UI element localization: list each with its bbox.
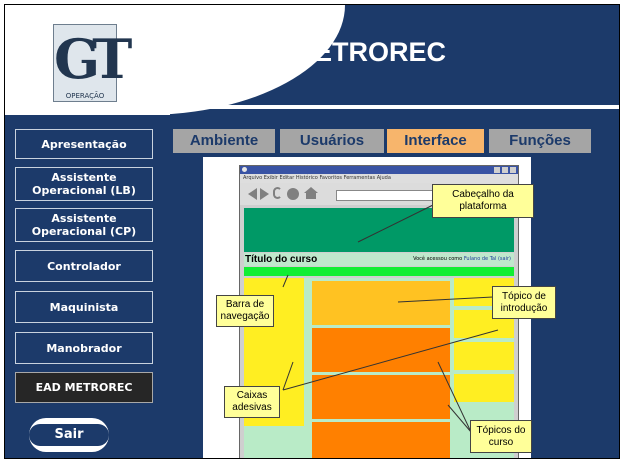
sidebar-item-assistente-cp[interactable]: Assistente Operacional (CP) (15, 208, 153, 242)
callout-topics: Tópicos do curso (470, 420, 532, 453)
tab-funcoes[interactable]: Funções (489, 129, 591, 153)
sidebar-item-apresentacao[interactable]: Apresentação (15, 129, 153, 159)
interface-diagram-panel: Arquivo Exibir Editar Histórico Favorito… (203, 157, 556, 458)
forward-icon (260, 188, 269, 200)
browser-titlebar (240, 166, 518, 174)
course-content-area (244, 278, 514, 458)
leader-line-intro (397, 296, 494, 303)
header-divider (167, 105, 619, 109)
sidebar-item-assistente-lb[interactable]: Assistente Operacional (LB) (15, 167, 153, 201)
course-topic-block-2 (312, 375, 450, 419)
reload-icon (273, 187, 282, 199)
exit-button[interactable]: Sair (29, 418, 109, 452)
course-title-row: Título do curso Você acessou como Fulano… (244, 253, 514, 266)
leader-line-topics-1 (437, 361, 472, 433)
logo-caption: OPERAÇÃO (65, 92, 105, 100)
back-icon (248, 188, 257, 200)
callout-leader-lines (282, 204, 499, 433)
callout-nav: Barra de navegação (216, 295, 274, 327)
leader-line-header (357, 204, 434, 243)
intro-topic-block (312, 281, 450, 325)
login-prefix: Você acessou como (413, 256, 464, 262)
browser-app-icon (242, 167, 247, 172)
course-title: Título do curso (245, 254, 318, 265)
login-user: Fulano de Tal (sair) (463, 256, 511, 262)
stop-icon (287, 188, 299, 200)
navigation-bar (244, 267, 514, 276)
callout-header: Cabeçalho da plataforma (432, 184, 534, 218)
logo-letters: GT (54, 27, 132, 91)
callout-sticky: Caixas adesivas (224, 386, 280, 418)
tab-interface[interactable]: Interface (387, 129, 484, 153)
tab-ambiente[interactable]: Ambiente (173, 129, 275, 153)
course-topic-block-3 (312, 422, 450, 458)
right-block-4 (454, 374, 514, 402)
minimize-icon (494, 167, 500, 173)
leader-line-nav (282, 274, 289, 288)
sidebar-item-maquinista[interactable]: Maquinista (15, 291, 153, 323)
sidebar-item-manobrador[interactable]: Manobrador (15, 332, 153, 364)
leader-line-topics-2 (447, 404, 472, 433)
exit-button-label: Sair (29, 424, 109, 446)
login-info: Você acessou como Fulano de Tal (sair) (413, 253, 511, 266)
sidebar-item-ead-metrorec[interactable]: EAD METROREC (15, 372, 153, 403)
right-block-3 (454, 342, 514, 370)
home-icon-base (306, 193, 316, 199)
callout-intro: Tópico de introdução (492, 286, 556, 319)
leader-line-sticky-1 (282, 361, 294, 391)
logo: GT OPERAÇÃO (53, 24, 132, 102)
browser-menubar: Arquivo Exibir Editar Histórico Favorito… (240, 174, 518, 183)
page-frame: GT OPERAÇÃO EAD METROREC Apresentação As… (4, 4, 620, 459)
page-title: EAD METROREC (227, 37, 447, 67)
close-icon (510, 167, 516, 173)
leader-line-sticky-2 (282, 329, 499, 391)
tab-usuarios[interactable]: Usuários (280, 129, 384, 153)
maximize-icon (502, 167, 508, 173)
sidebar-item-controlador[interactable]: Controlador (15, 250, 153, 282)
home-icon (304, 187, 318, 193)
